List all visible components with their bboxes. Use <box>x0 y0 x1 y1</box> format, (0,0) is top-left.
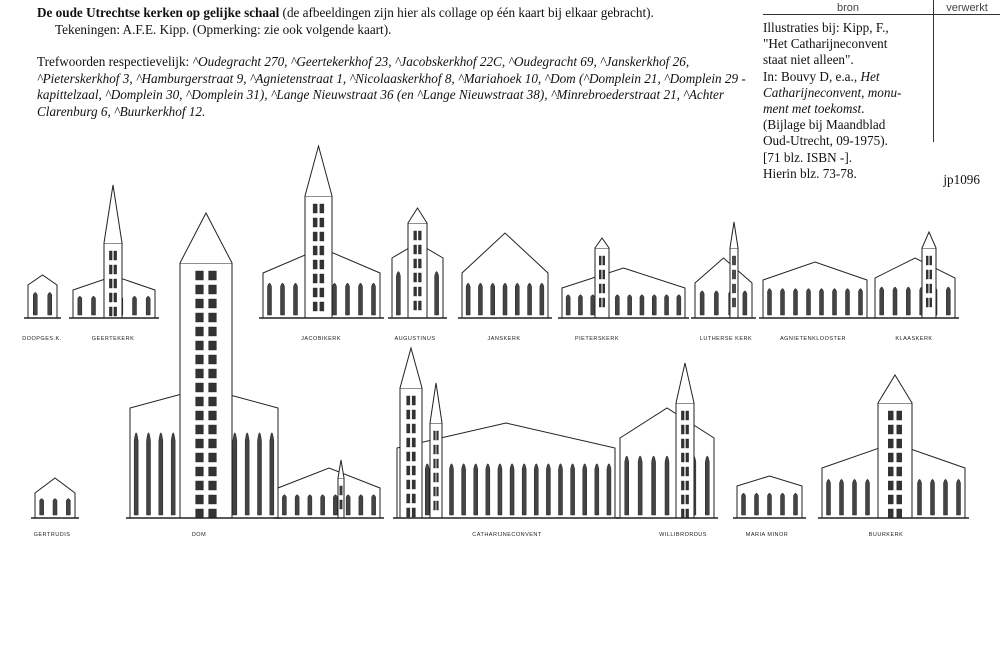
reference-code: jp1096 <box>943 172 980 187</box>
source-line: Illustraties bij: Kipp, F., <box>763 20 889 35</box>
building-maria-minor <box>733 475 806 519</box>
source-line: "Het Catharijneconvent <box>763 36 888 52</box>
source-line: (Bijlage bij Maandblad <box>763 117 886 133</box>
building-lutherse-kerk <box>691 221 756 319</box>
building-label: GEERTEKERK <box>92 336 135 342</box>
building-buurkerk <box>818 374 969 519</box>
column-divider <box>933 15 934 142</box>
building-label: WILLIBRORDUS <box>659 532 707 538</box>
building-label: AGNIETENKLOOSTER <box>780 336 846 342</box>
source-text-part: Het <box>860 68 880 84</box>
building-label: JANSKERK <box>487 336 520 342</box>
keywords: Trefwoorden respectievelijk: ^Oudegracht… <box>37 54 767 120</box>
building-augustinus <box>388 207 447 319</box>
building-label: GERTRUDIS <box>34 532 71 538</box>
col-bron: bron <box>763 0 934 14</box>
title-rest: (de afbeeldingen zijn hier als collage o… <box>279 5 654 20</box>
building-label: AUGUSTINUS <box>394 336 435 342</box>
building-doopkerk <box>24 274 61 319</box>
source-text-part: ment met toekomst <box>763 101 862 117</box>
title-bold: De oude Utrechtse kerken op gelijke scha… <box>37 5 280 20</box>
building-label: CATHARIJNECONVENT <box>472 532 542 538</box>
building-geertekerk <box>69 184 159 319</box>
source-line: In: Bouvy D, e.a., Het <box>763 69 1000 85</box>
building-catharijneconvent <box>393 346 619 519</box>
document-header: De oude Utrechtse kerken op gelijke scha… <box>37 5 767 120</box>
source-line: Oud-Utrecht, 09-1975). <box>763 133 888 149</box>
building-gertrudis <box>31 477 79 519</box>
building-label: PIETERSKERK <box>575 336 619 342</box>
building-willibrordus <box>616 362 718 519</box>
source-line: [71 blz. ISBN -]. <box>763 149 853 165</box>
source-line: Hierin blz. 73-78. <box>763 165 857 181</box>
source-line: ment met toekomst. <box>763 101 1000 117</box>
building-janskerk <box>458 232 552 319</box>
source-text-part: Catharijneconvent, monu- <box>763 84 902 100</box>
building-label: BUURKERK <box>869 532 904 538</box>
subtitle: Tekeningen: A.F.E. Kipp. (Opmerking: zie… <box>55 21 392 37</box>
source-line: staat niet alleen". <box>763 52 854 68</box>
building-pieterskerk <box>558 237 689 319</box>
source-text-part: In: Bouvy D, e.a., <box>763 68 861 84</box>
building-label: DOM <box>192 532 206 538</box>
source-line: Catharijneconvent, monu- <box>763 85 1000 101</box>
source-text: Illustraties bij: Kipp, F., "Het Cathari… <box>763 15 1000 182</box>
building-label: JACOBIKERK <box>301 336 341 342</box>
col-verwerkt: verwerkt <box>946 2 988 14</box>
building-klaaskerk <box>871 230 959 319</box>
building-label: LUTHERSE KERK <box>700 336 752 342</box>
building-dom-kapittelzaal <box>274 459 384 519</box>
building-label: MARIA MINOR <box>746 532 788 538</box>
keywords-list: ^Oudegracht 270, ^Geertekerkhof 23, ^Jac… <box>37 54 746 119</box>
building-jacobikerk <box>259 144 384 319</box>
source-text-part: . <box>861 101 865 117</box>
building-agnietenklooster <box>759 261 871 319</box>
keywords-label: Trefwoorden respectievelijk: <box>37 54 193 69</box>
building-label: DOOPGES.K. <box>22 336 62 342</box>
source-panel: bron verwerkt Illustraties bij: Kipp, F.… <box>763 0 1000 187</box>
building-label: KLAASKERK <box>895 336 932 342</box>
source-table-header: bron verwerkt <box>763 0 1000 15</box>
building-dom <box>126 211 282 519</box>
title: De oude Utrechtse kerken op gelijke scha… <box>37 5 767 22</box>
